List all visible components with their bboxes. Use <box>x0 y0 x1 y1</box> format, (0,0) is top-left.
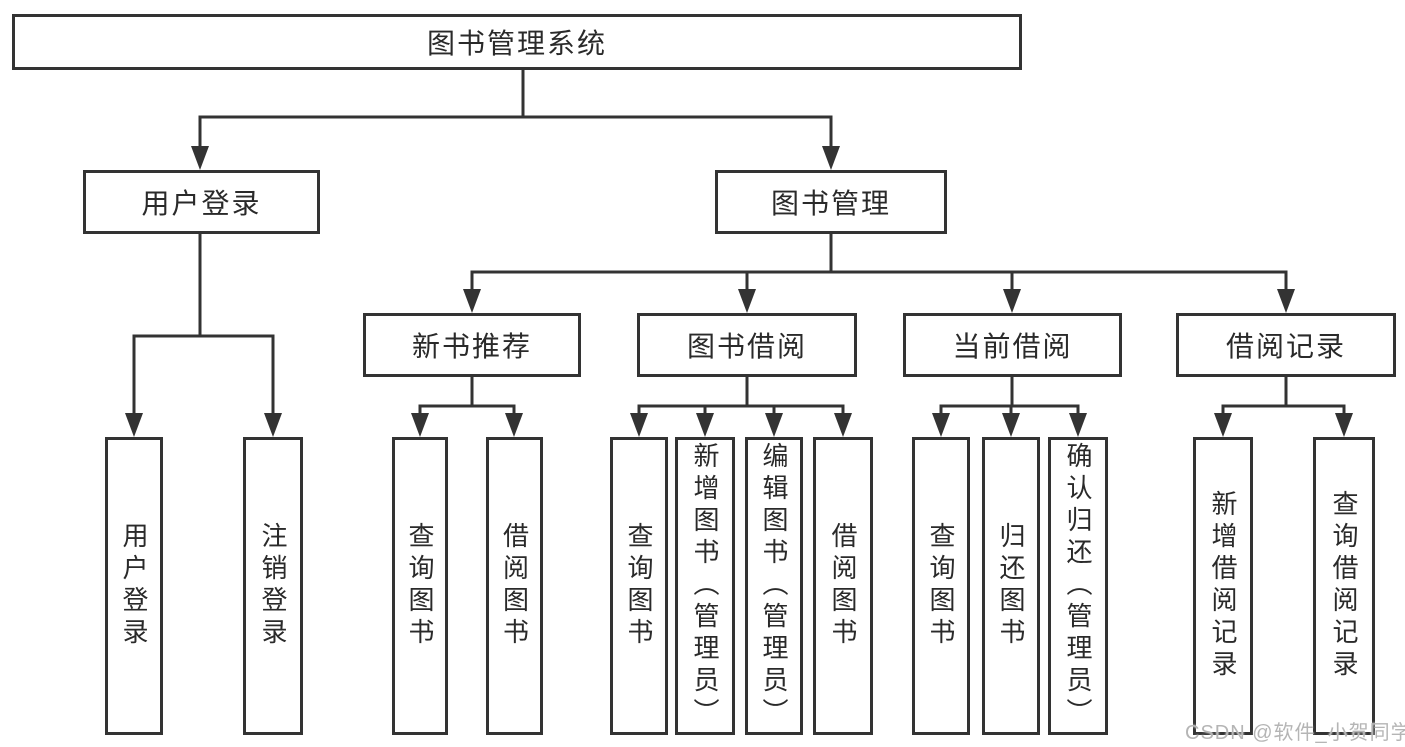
node-label: 注销登录 <box>258 522 288 650</box>
node-label: 归还图书 <box>996 522 1026 650</box>
node-borrow-books-main: 借阅图书 <box>813 437 873 735</box>
node-label: 编辑图书（管理员） <box>759 442 789 730</box>
node-book-mgmt: 图书管理 <box>715 170 947 234</box>
connector-user-login-children <box>125 232 282 437</box>
node-confirm-return-admin: 确认归还（管理员） <box>1048 437 1108 735</box>
node-label: 确认归还（管理员） <box>1063 442 1093 730</box>
node-borrow-records: 借阅记录 <box>1176 313 1396 377</box>
node-current-borrow: 当前借阅 <box>903 313 1122 377</box>
node-book-borrow: 图书借阅 <box>637 313 857 377</box>
node-label: 图书借阅 <box>686 331 807 362</box>
node-root: 图书管理系统 <box>12 14 1022 70</box>
node-query-books-current: 查询图书 <box>912 437 970 735</box>
node-query-books-rec: 查询图书 <box>392 437 448 735</box>
connector-root-children <box>191 68 840 170</box>
node-label: 新书推荐 <box>411 331 532 362</box>
node-query-borrow-record: 查询借阅记录 <box>1313 437 1375 735</box>
node-label: 图书管理 <box>770 188 891 219</box>
node-label: 新增图书（管理员） <box>690 442 720 730</box>
node-label: 查询图书 <box>405 522 435 650</box>
node-label: 借阅图书 <box>828 522 858 650</box>
node-label: 用户登录 <box>141 188 262 219</box>
node-query-books-borrow: 查询图书 <box>610 437 668 735</box>
node-label: 用户登录 <box>119 522 149 650</box>
node-label: 查询借阅记录 <box>1329 490 1359 682</box>
node-label: 借阅记录 <box>1225 331 1346 362</box>
node-logout-action: 注销登录 <box>243 437 303 735</box>
node-borrow-books-rec: 借阅图书 <box>486 437 543 735</box>
node-return-books: 归还图书 <box>982 437 1040 735</box>
node-label: 查询图书 <box>624 522 654 650</box>
node-label: 当前借阅 <box>952 331 1073 362</box>
connector-current-borrow-children <box>932 375 1087 437</box>
node-label: 借阅图书 <box>499 522 530 650</box>
node-label: 图书管理系统 <box>426 28 607 59</box>
connector-book-borrow-children <box>630 375 852 437</box>
node-add-borrow-record: 新增借阅记录 <box>1193 437 1253 735</box>
node-label: 查询图书 <box>926 522 956 650</box>
node-add-books-admin: 新增图书（管理员） <box>675 437 735 735</box>
watermark: CSDN @软件_小贺同学 <box>1185 722 1405 744</box>
connector-new-book-rec-children <box>411 375 523 437</box>
node-user-login: 用户登录 <box>83 170 320 234</box>
node-label: 新增借阅记录 <box>1208 490 1238 682</box>
node-edit-books-admin: 编辑图书（管理员） <box>745 437 803 735</box>
connector-borrow-records-children <box>1214 375 1353 437</box>
node-new-book-rec: 新书推荐 <box>363 313 581 377</box>
node-user-login-action: 用户登录 <box>105 437 163 735</box>
connector-book-mgmt-children <box>463 232 1295 313</box>
